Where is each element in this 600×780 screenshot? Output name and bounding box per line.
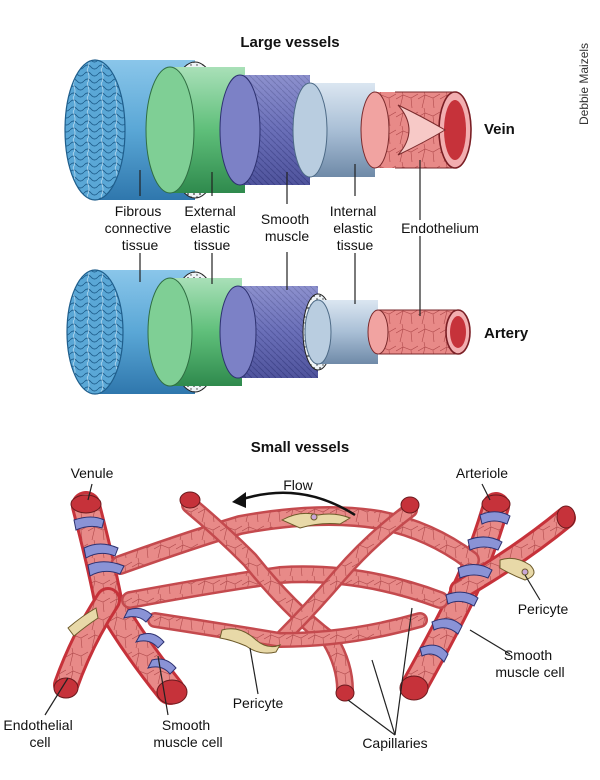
label-pericyte-right: Pericyte bbox=[518, 601, 569, 617]
smooth-muscle-bands bbox=[73, 511, 511, 675]
artery-external-face bbox=[147, 277, 193, 387]
large-vessels-title: Large vessels bbox=[240, 34, 339, 51]
label-capillaries: Capillaries bbox=[362, 735, 427, 751]
label-smooth-muscle-cell-left: Smooth muscle cell bbox=[153, 717, 222, 750]
artery-label: Artery bbox=[484, 325, 529, 342]
label-flow: Flow bbox=[283, 477, 313, 493]
vein-smooth-face bbox=[219, 74, 261, 186]
vein-internal-face bbox=[292, 82, 328, 178]
layer-leader-lines bbox=[139, 160, 421, 316]
label-endothelial-cell: Endothelial cell bbox=[3, 717, 76, 750]
capillary-network bbox=[53, 491, 576, 705]
artery-fibrous-face bbox=[66, 269, 124, 395]
vessel-end-caps bbox=[53, 491, 576, 705]
vein-external-face bbox=[145, 66, 195, 194]
label-internal-elastic-tissue: Internal elastic tissue bbox=[330, 203, 381, 253]
credit-text: Debbie Maizels bbox=[577, 43, 591, 125]
artery-cross-section bbox=[66, 269, 471, 395]
label-endothelium: Endothelium bbox=[401, 220, 479, 236]
label-external-elastic-tissue: External elastic tissue bbox=[184, 203, 239, 253]
vein-label: Vein bbox=[484, 121, 515, 138]
pericytes bbox=[67, 512, 535, 654]
label-arteriole: Arteriole bbox=[456, 465, 508, 481]
vein-valve bbox=[397, 104, 446, 156]
flow-arrow-head bbox=[232, 492, 246, 508]
artery-endothelium-layer bbox=[378, 310, 458, 354]
label-smooth-muscle-cell-right: Smooth muscle cell bbox=[495, 647, 564, 680]
label-fibrous-connective-tissue: Fibrous connective tissue bbox=[105, 203, 176, 253]
label-venule: Venule bbox=[71, 465, 114, 481]
label-pericyte-bottom: Pericyte bbox=[233, 695, 284, 711]
flow-arrow[interactable] bbox=[239, 491, 356, 517]
artery-smooth-face bbox=[219, 285, 257, 379]
vein-cross-section bbox=[64, 59, 472, 201]
small-vessels-title: Small vessels bbox=[251, 439, 349, 456]
label-smooth-muscle: Smooth muscle bbox=[261, 211, 313, 244]
small-vessel-leader-lines bbox=[44, 483, 541, 736]
vein-fibrous-face bbox=[64, 59, 126, 201]
